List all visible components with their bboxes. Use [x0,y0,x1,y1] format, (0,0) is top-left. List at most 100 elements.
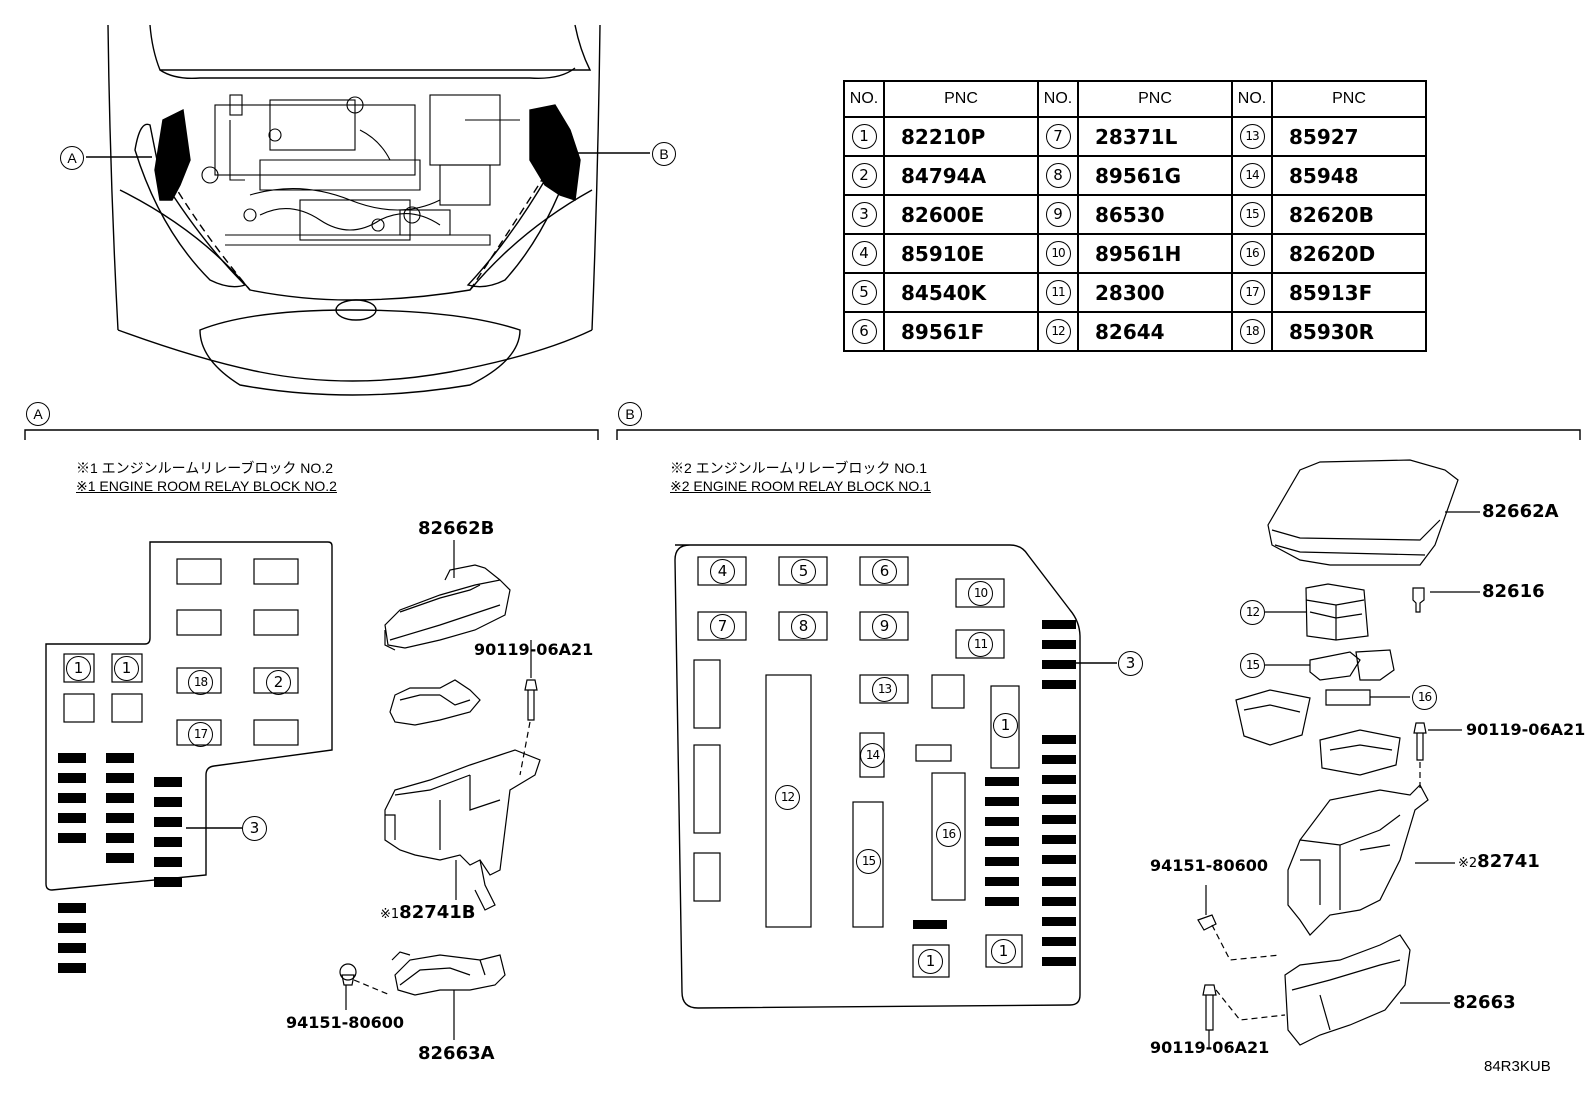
relay-block-no1-position-label: 5 [791,559,816,584]
relay-block-no1-position-label: 1 [991,939,1016,964]
relay-block-no2-position-label: 1 [114,656,139,681]
relay-block-no1-position-label: 16 [936,822,961,847]
item-number-cell: 13 [1231,116,1273,157]
relay-block-no2-position-label: 1 [66,656,91,681]
pnc-cell: 84794A [883,155,1039,196]
pnc-cell: 82600E [883,194,1039,235]
pnc-cell: 89561G [1077,155,1233,196]
vehicle-engine-bay-overview [86,24,650,396]
part-82741b-label: ※182741B [380,902,476,923]
relay-block-no1-position-label: 14 [860,743,885,768]
item-number: 9 [1045,202,1071,227]
item-number: 1 [851,124,877,149]
callout-3-section-b: 3 [1118,651,1143,676]
relay-block-no2-position-label: 2 [266,670,291,695]
part-90119-06a21-label-b-bottom: 90119-06A21 [1150,1038,1270,1057]
part-82662a-label: 82662A [1482,501,1559,522]
relay-block-no1-position-label: 15 [856,849,881,874]
section-b-title-en: ※2 ENGINE ROOM RELAY BLOCK NO.1 [670,478,931,494]
item-number-cell: 10 [1037,233,1079,274]
item-number: 10 [1045,241,1071,266]
item-number-cell: 12 [1037,311,1079,352]
item-number-cell: 6 [843,311,885,352]
relay-block-no1-position-label: 11 [968,632,993,657]
part-94151-80600-label-a: 94151-80600 [286,1013,404,1032]
item-number: 17 [1239,280,1265,305]
relay-block-no1-position-label: 1 [918,949,943,974]
item-number: 15 [1239,202,1265,227]
item-number: 3 [851,202,877,227]
item-number-cell: 7 [1037,116,1079,157]
pnc-cell: 28300 [1077,272,1233,313]
section-b-marker: B [618,402,642,426]
pnc-cell: 89561F [883,311,1039,352]
pnc-cell: 82620D [1271,233,1427,274]
part-82741-label: ※282741 [1458,851,1540,872]
section-a-title-en: ※1 ENGINE ROOM RELAY BLOCK NO.2 [76,478,337,494]
item-number: 5 [851,280,877,305]
relay-block-no1-position-label: 8 [791,614,816,639]
item-number-cell: 1 [843,116,885,157]
header-pnc-2: PNC [1077,80,1233,118]
relay-block-no1-position-label: 1 [993,713,1018,738]
table-header-row: NO. PNC NO. PNC NO. PNC [843,80,1427,118]
relay-block-no1-exploded-parts [1197,459,1480,1048]
relay-block-no1-position-label: 4 [710,559,735,584]
header-pnc-1: PNC [883,80,1039,118]
item-number-cell: 11 [1037,272,1079,313]
header-no-1: NO. [843,80,885,118]
part-90119-06a21-label-a: 90119-06A21 [474,640,594,659]
diagram-code: 84R3KUB [1484,1058,1551,1075]
pnc-cell: 82644 [1077,311,1233,352]
relay-block-no1-position-label: 9 [872,614,897,639]
overview-marker-a: A [60,146,84,170]
pnc-cell: 85948 [1271,155,1427,196]
pnc-cell: 89561H [1077,233,1233,274]
relay-block-no2-position-label: 17 [188,722,213,747]
relay-block-no1-position-label: 7 [710,614,735,639]
overview-marker-b: B [652,142,676,166]
pnc-cell: 28371L [1077,116,1233,157]
header-no-2: NO. [1037,80,1079,118]
item-number: 11 [1045,280,1071,305]
callout-12-exploded: 12 [1240,600,1265,625]
item-number-cell: 4 [843,233,885,274]
item-number-cell: 15 [1231,194,1273,235]
section-brackets [24,429,1581,440]
item-number: 7 [1045,124,1071,149]
section-a-marker: A [26,402,50,426]
relay-block-no1-position-label: 10 [968,581,993,606]
pnc-cell: 84540K [883,272,1039,313]
pnc-cell: 85910E [883,233,1039,274]
item-number-cell: 17 [1231,272,1273,313]
item-number-cell: 8 [1037,155,1079,196]
relay-block-no1-layout [674,544,1117,1009]
item-number: 14 [1239,163,1265,188]
part-82662b-label: 82662B [418,518,495,539]
item-number-cell: 5 [843,272,885,313]
item-number: 18 [1239,319,1265,344]
part-94151-80600-label-b: 94151-80600 [1150,856,1268,875]
section-a-title-jp: ※1 エンジンルームリレーブロック NO.2 [76,460,333,476]
item-number: 2 [851,163,877,188]
relay-block-no1-position-label: 12 [775,785,800,810]
pnc-cell: 85927 [1271,116,1427,157]
item-number: 8 [1045,163,1071,188]
pnc-cell: 82620B [1271,194,1427,235]
section-b-title-jp: ※2 エンジンルームリレーブロック NO.1 [670,460,927,476]
relay-block-no1-position-label: 6 [872,559,897,584]
relay-block-no2-exploded-parts [339,540,541,1040]
item-number-cell: 3 [843,194,885,235]
item-number: 6 [851,319,877,344]
item-number-cell: 2 [843,155,885,196]
item-number: 16 [1239,241,1265,266]
header-no-3: NO. [1231,80,1273,118]
pnc-cell: 85930R [1271,311,1427,352]
